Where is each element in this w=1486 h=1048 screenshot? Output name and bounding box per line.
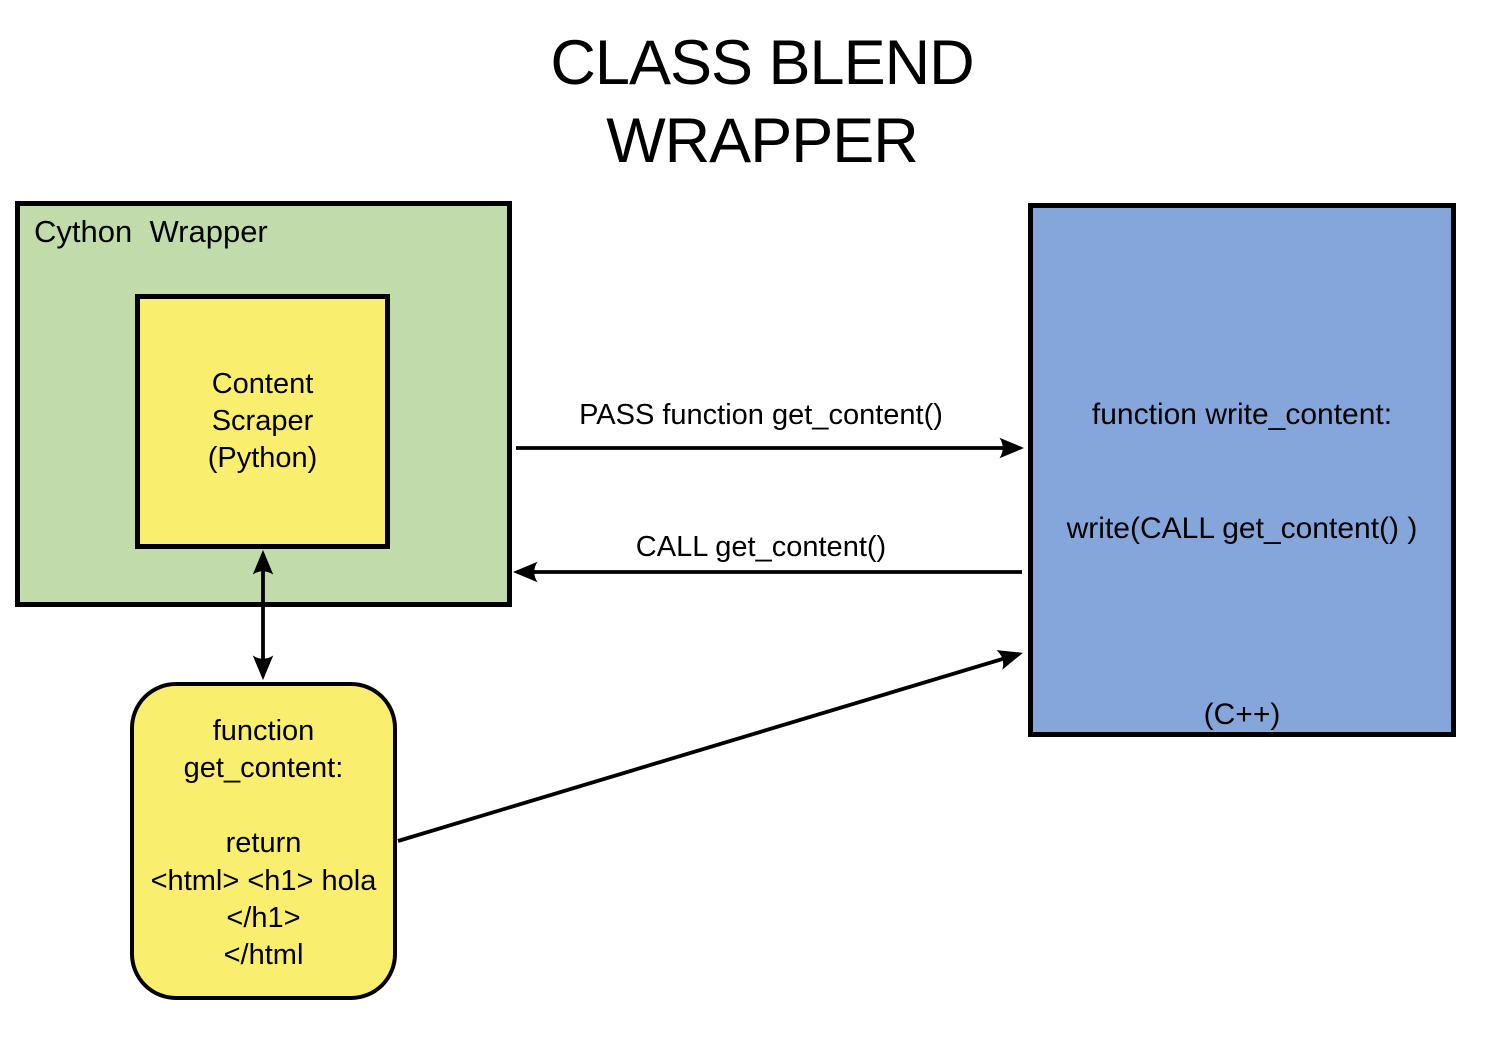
get-content-line5: <html> <h1> hola: [150, 864, 377, 897]
get-content-line1: function: [212, 715, 315, 747]
content-scraper-line3: (Python): [207, 442, 318, 474]
cpp-write-content-box: function write_content: write(CALL get_c…: [1028, 203, 1456, 737]
diagram-title-line1: CLASS BLEND: [550, 28, 974, 98]
get-content-function-box: function get_content: return <html> <h1>…: [130, 682, 397, 1000]
get-content-line2: get_content:: [183, 752, 344, 785]
get-content-line7: </html: [223, 939, 304, 972]
diagram-title: CLASS BLEND WRAPPER: [382, 24, 1142, 180]
content-scraper-box: Content Scraper (Python): [135, 294, 390, 549]
cpp-box-language-label: (C++): [1203, 698, 1281, 731]
cpp-box-body: write(CALL get_content() ): [1066, 512, 1418, 545]
get-content-line4: return: [225, 827, 302, 860]
content-scraper-line2: Scraper: [211, 405, 314, 437]
cpp-box-header: function write_content:: [1091, 398, 1393, 431]
pass-arrow-label: PASS function get_content(): [579, 399, 943, 431]
get-content-line6: </h1>: [226, 901, 301, 934]
cython-wrapper-label: Cython Wrapper: [34, 214, 268, 249]
content-scraper-line1: Content: [211, 368, 314, 400]
diagram-title-line2: WRAPPER: [606, 106, 919, 176]
call-arrow-label: CALL get_content(): [635, 531, 887, 563]
cython-wrapper-box: Cython Wrapper Content Scraper (Python): [15, 201, 512, 607]
get-content-line3: [134, 788, 393, 825]
function-to-cpp-arrow: [397, 650, 1023, 843]
